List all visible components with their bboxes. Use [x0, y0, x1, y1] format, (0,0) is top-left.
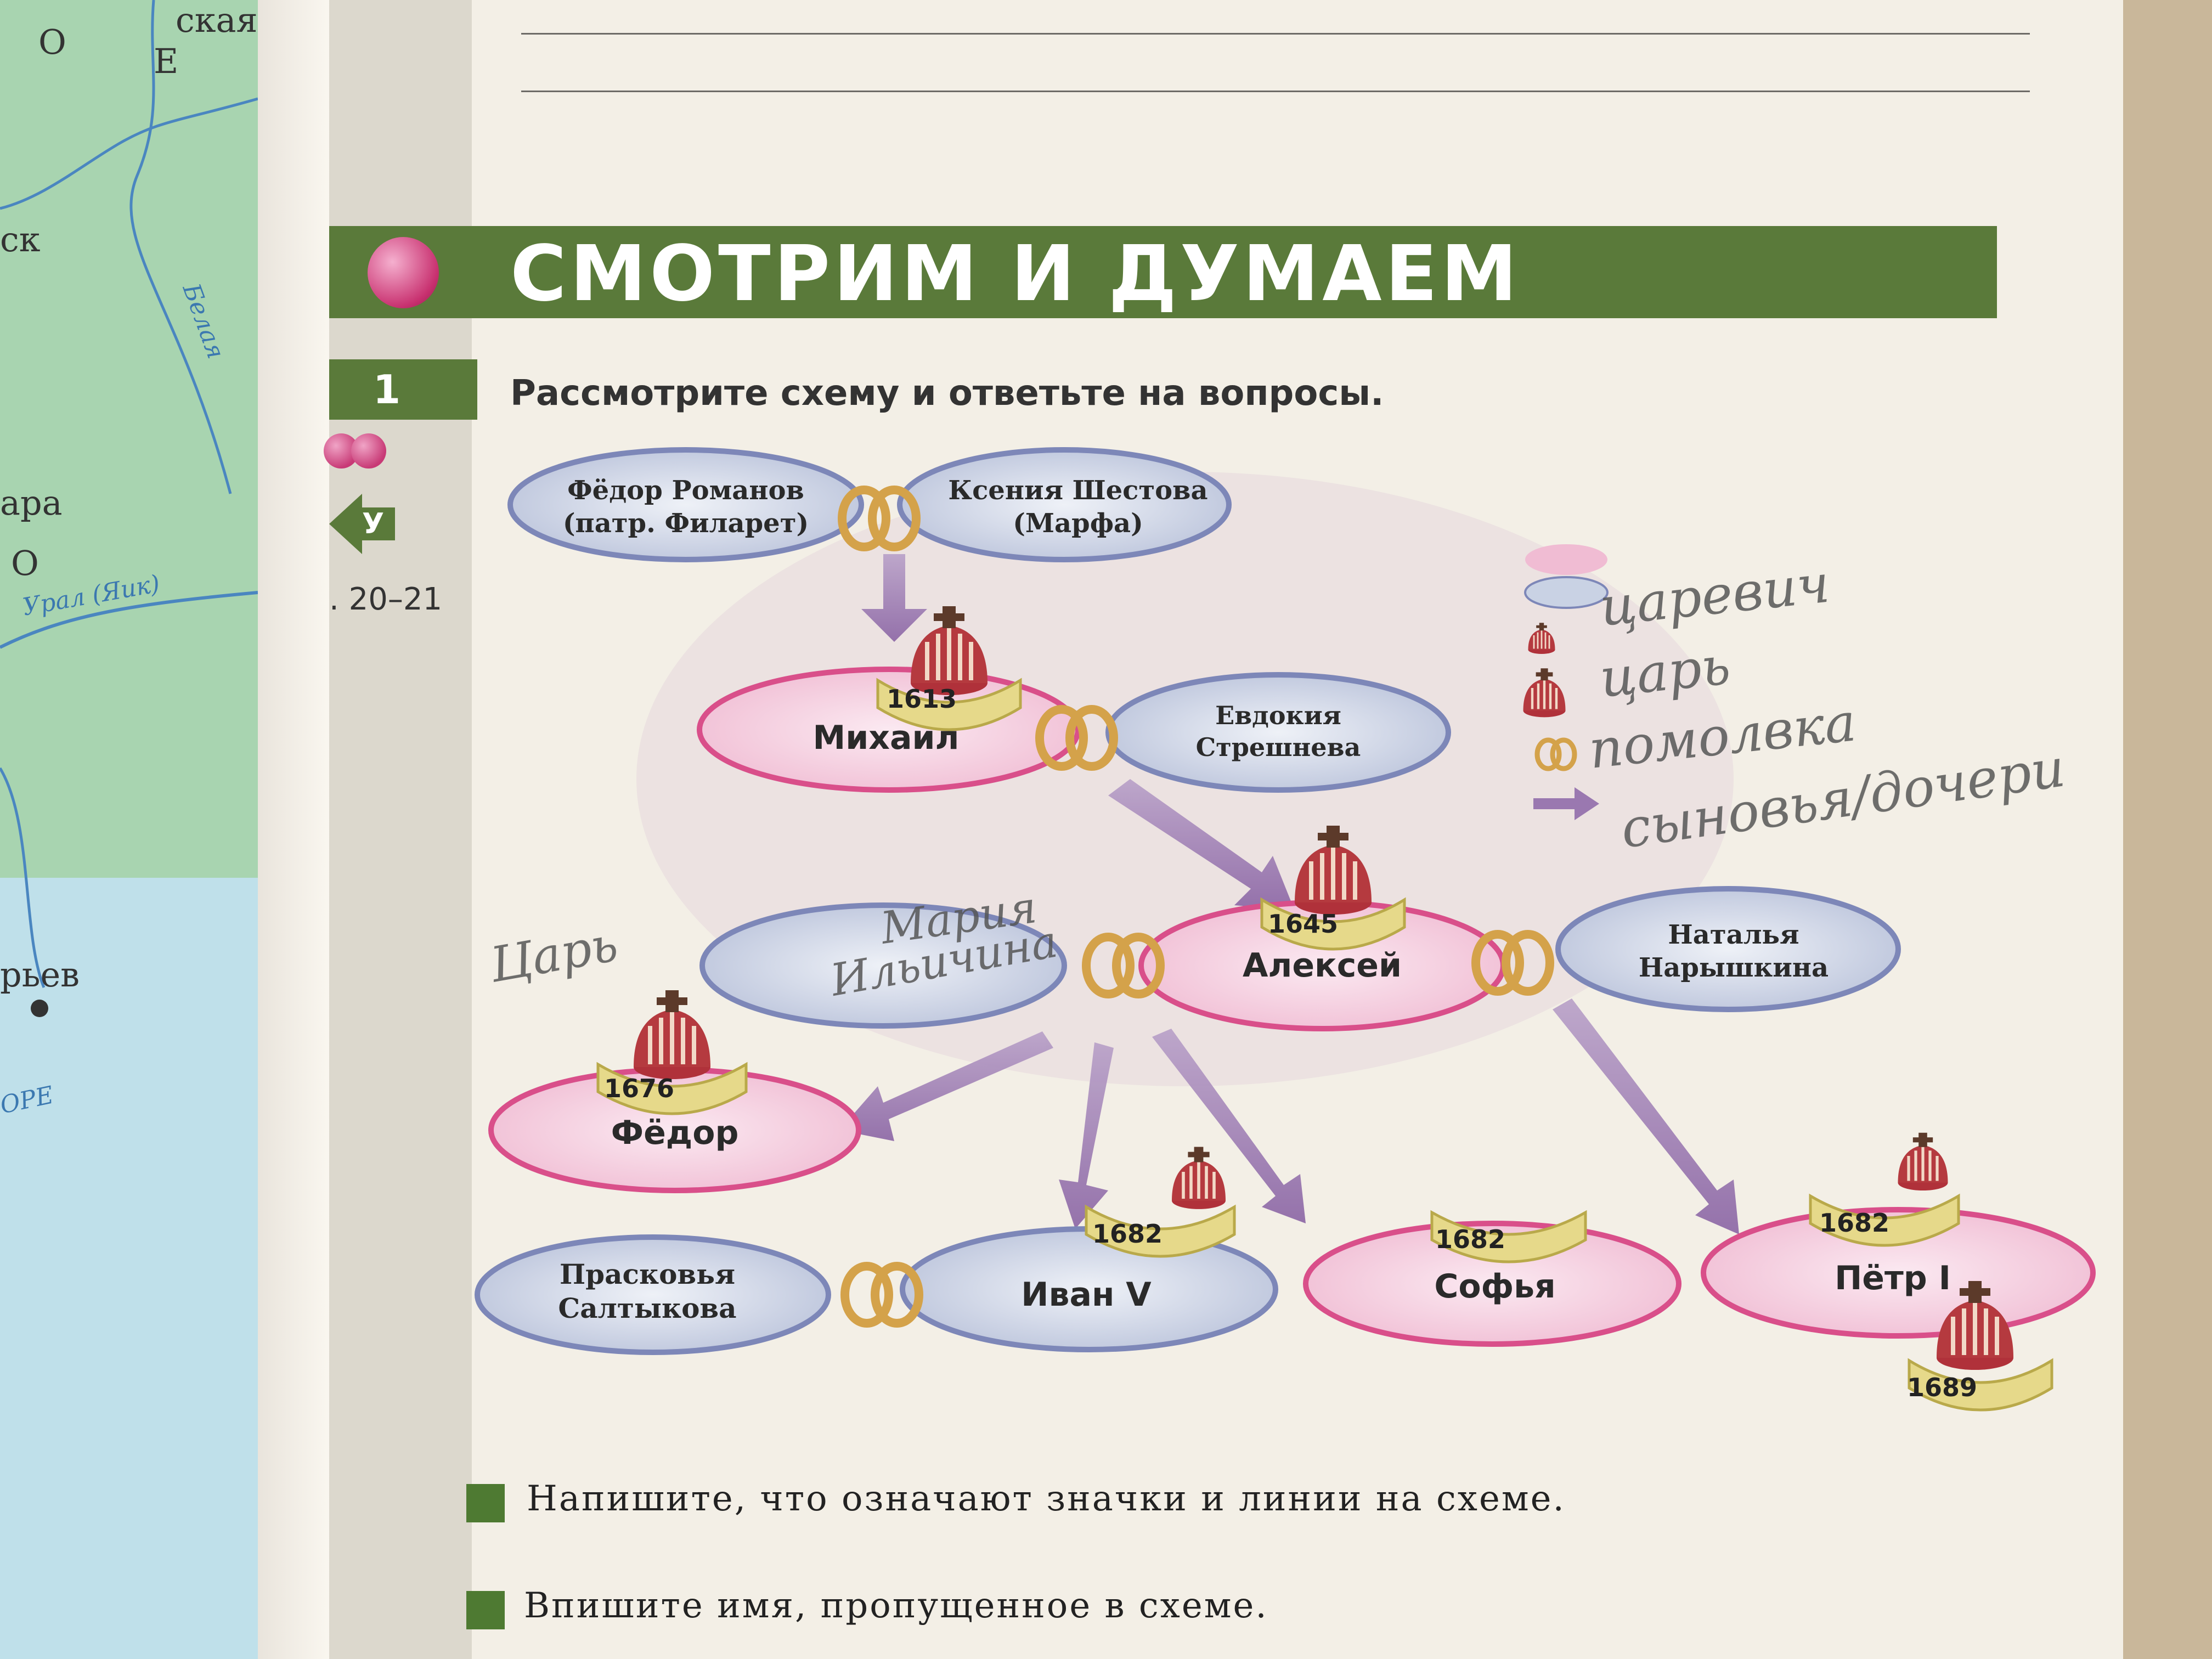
- legend-pink-oval: [1525, 544, 1607, 575]
- header-ball-icon: [368, 237, 439, 308]
- person-oval: [699, 902, 1067, 1029]
- crown-icon: [596, 990, 748, 1115]
- crown-icon: [876, 606, 1022, 731]
- legend-handwritten: царевич: [1597, 553, 1832, 638]
- legend-rings-icon: [1534, 737, 1577, 771]
- person-line: Ксения Шестова: [948, 475, 1207, 506]
- rings-icon: [1035, 705, 1118, 771]
- coronation-year: 1682: [1819, 1208, 1889, 1238]
- person-line: (патр. Филарет): [563, 508, 809, 539]
- section-title: СМОТРИМ И ДУМАЕМ: [510, 229, 1521, 319]
- map-label: ская: [176, 0, 258, 40]
- legend-handwritten: царь: [1597, 635, 1733, 709]
- handwritten-note: Царь: [486, 916, 622, 994]
- rings-icon: [1082, 933, 1165, 998]
- year-band: [1430, 1210, 1587, 1263]
- coronation-year: 1689: [1907, 1373, 1977, 1402]
- person-line: Евдокия: [1215, 701, 1341, 730]
- coronation-year: 1682: [1435, 1224, 1505, 1254]
- legend-arrow-icon: [1533, 787, 1599, 820]
- pages-reference: . 20–21: [329, 582, 443, 617]
- task-number-box: [329, 359, 477, 420]
- coronation-year: 1682: [1092, 1219, 1163, 1249]
- arrow-down-icon: [1553, 998, 1739, 1234]
- task-number: 1: [373, 366, 401, 413]
- arrow-down-icon: [839, 1031, 1053, 1141]
- person-oval: [507, 447, 864, 562]
- margin-letter: У: [351, 507, 395, 540]
- coronation-year: 1613: [887, 684, 957, 714]
- person-oval: [1701, 1207, 2096, 1339]
- person-line: Фёдор Романов: [567, 475, 804, 506]
- arrow-down-icon: [861, 554, 927, 642]
- map-label: Е: [154, 41, 179, 81]
- difficulty-dot-icon: [351, 433, 386, 469]
- map-label: О: [38, 22, 66, 62]
- person-name: Алексей: [1243, 946, 1402, 985]
- task-question: Напишите, что означают значки и линии на…: [527, 1479, 1566, 1519]
- task-bullet-icon: [466, 1484, 505, 1522]
- map-rivers: [0, 0, 258, 1017]
- person-name: Пётр I: [1835, 1259, 1951, 1297]
- crown-icon: [1908, 1281, 2053, 1412]
- textbook-page: СМОТРИМ И ДУМАЕМ 1 У . 20–21 Рассмотрите…: [324, 0, 2123, 1659]
- person-oval: [1105, 672, 1451, 793]
- map-label: рьев: [0, 955, 80, 995]
- person-line: Прасковья: [560, 1258, 735, 1290]
- book-binding: [258, 0, 335, 1659]
- task-bullet-icon: [466, 1591, 505, 1629]
- section-header-bar: [329, 226, 1997, 318]
- arrow-down-icon: [1059, 1042, 1114, 1229]
- person-name: Иван V: [1021, 1276, 1152, 1314]
- person-oval: [897, 447, 1232, 562]
- map-label: ск: [0, 219, 41, 259]
- task-question: Впишите имя, пропущенное в схеме.: [524, 1585, 1268, 1626]
- person-name: Михаил: [813, 719, 960, 757]
- person-oval: [1555, 886, 1901, 1012]
- rings-icon: [1471, 930, 1554, 996]
- crown-icon: [1809, 1133, 1960, 1247]
- answer-line: [521, 91, 2030, 92]
- person-line: Салтыкова: [558, 1292, 736, 1324]
- person-oval: [1303, 1221, 1681, 1347]
- person-line: Наталья: [1668, 919, 1799, 950]
- answer-line: [521, 33, 2030, 35]
- rings-icon: [838, 486, 921, 551]
- map-label: О: [11, 543, 39, 583]
- rings-icon: [840, 1262, 923, 1328]
- person-line: Стрешнева: [1196, 732, 1361, 762]
- family-tree-scheme: Фёдор Романов (патр. Филарет) Ксения Шес…: [475, 447, 2096, 1412]
- crown-icon: [1085, 1147, 1236, 1258]
- legend-blue-oval: [1524, 576, 1609, 609]
- person-name: Софья: [1434, 1267, 1555, 1306]
- person-name: Фёдор: [611, 1114, 739, 1152]
- left-map-page: ская О Е ск ара О рьев ОРЕ Белая Урал (Я…: [0, 0, 258, 1659]
- person-line: (Марфа): [1013, 508, 1143, 539]
- arrow-down-icon: [1108, 779, 1295, 911]
- map-label: ара: [0, 483, 63, 523]
- person-oval: [475, 1234, 831, 1355]
- crown-icon: [1260, 826, 1406, 951]
- person-line: Нарышкина: [1639, 952, 1829, 983]
- coronation-year: 1676: [604, 1074, 674, 1103]
- coronation-year: 1645: [1268, 909, 1338, 939]
- task-instruction: Рассмотрите схему и ответьте на вопросы.: [510, 373, 1384, 414]
- arrow-down-icon: [1152, 1029, 1306, 1223]
